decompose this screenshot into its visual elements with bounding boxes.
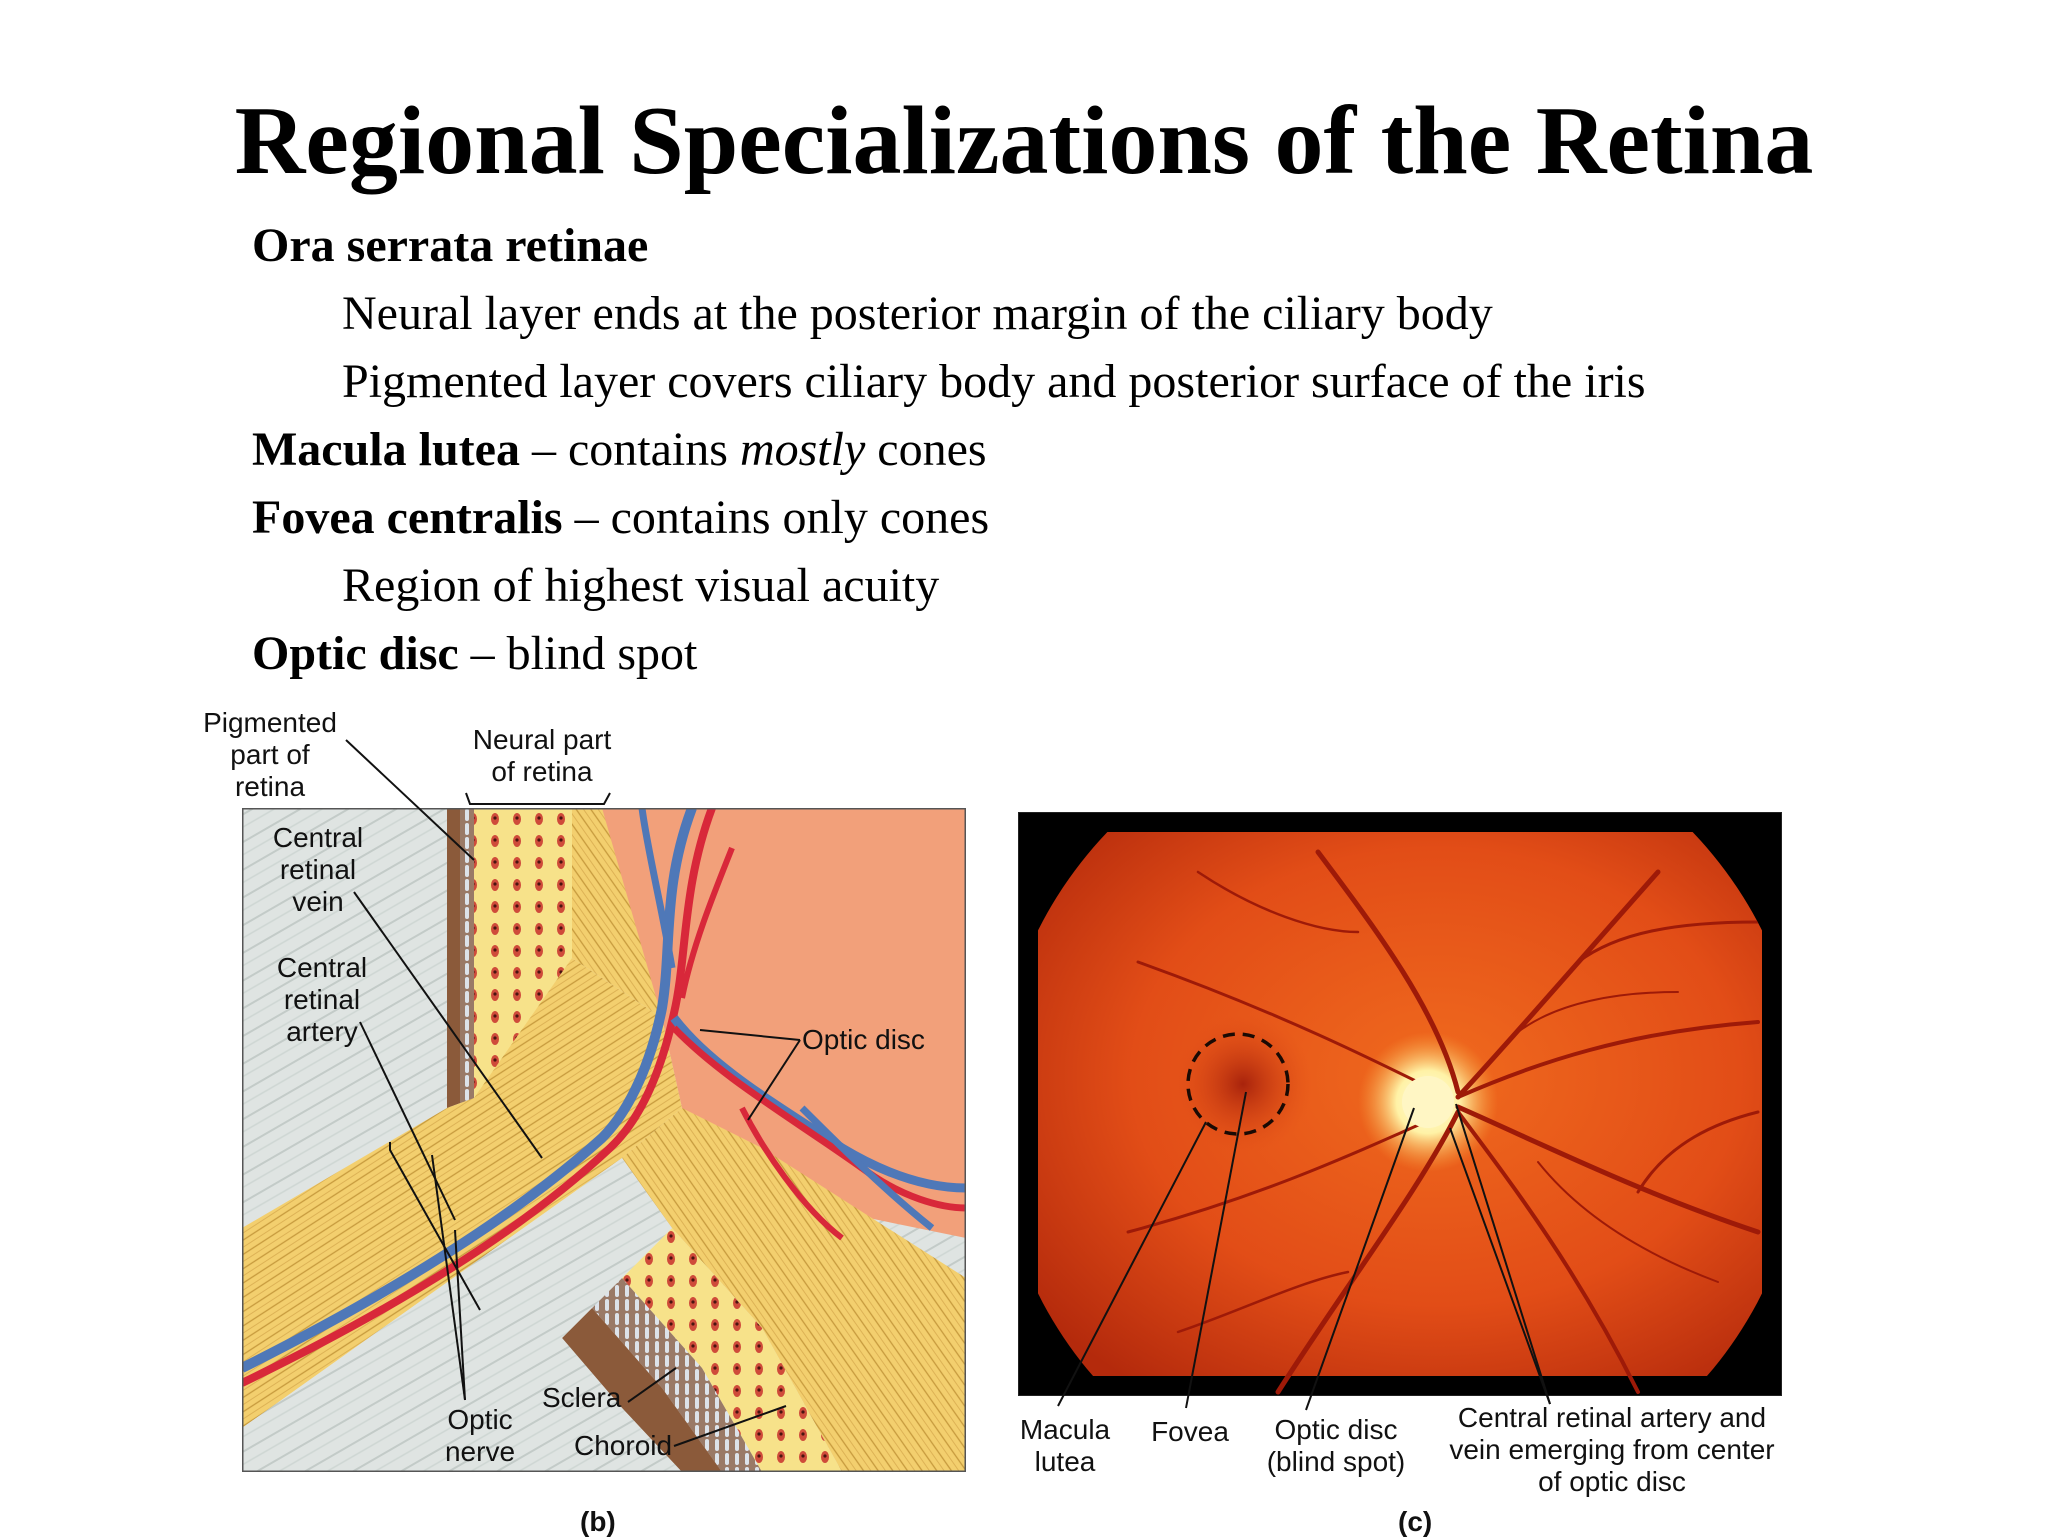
fundus-photograph bbox=[1018, 812, 1782, 1396]
label-central-line2: vein emerging from center bbox=[1432, 1434, 1792, 1466]
term-ora-serrata: Ora serrata retinae bbox=[252, 219, 648, 272]
label-optic-disc-c: Optic disc (blind spot) bbox=[1256, 1414, 1416, 1478]
label-pigmented-part: Pigmented part of retina bbox=[200, 707, 340, 803]
label-central-vessels: Central retinal artery and vein emerging… bbox=[1432, 1402, 1792, 1498]
label-pigmented-line2: part of bbox=[200, 739, 340, 771]
bullet-fovea-centralis: Fovea centralis – contains only cones bbox=[252, 494, 989, 542]
label-vein-line2: retinal bbox=[258, 854, 378, 886]
label-optic-nerve-line2: nerve bbox=[430, 1436, 530, 1468]
caption-b: (b) bbox=[580, 1506, 616, 1538]
term-macula-lutea: Macula lutea bbox=[252, 423, 520, 476]
label-macula-line1: Macula bbox=[1010, 1414, 1120, 1446]
bullet-ora-serrata: Ora serrata retinae bbox=[252, 222, 648, 270]
label-choroid: Choroid bbox=[574, 1430, 672, 1462]
macula-emphasis: mostly bbox=[740, 423, 865, 476]
label-central-retinal-artery: Central retinal artery bbox=[262, 952, 382, 1048]
fovea-rest: – contains only cones bbox=[563, 491, 990, 544]
label-vein-line1: Central bbox=[258, 822, 378, 854]
label-pigmented-line3: retina bbox=[200, 771, 340, 803]
label-central-line3: of optic disc bbox=[1432, 1466, 1792, 1498]
macula-rest: cones bbox=[865, 423, 986, 476]
sub-bullet-pigmented-layer: Pigmented layer covers ciliary body and … bbox=[342, 358, 1646, 406]
caption-c: (c) bbox=[1398, 1506, 1432, 1538]
label-central-line1: Central retinal artery and bbox=[1432, 1402, 1792, 1434]
label-neural-line1: Neural part bbox=[462, 724, 622, 756]
label-optic-nerve-line1: Optic bbox=[430, 1404, 530, 1436]
label-macula-lutea: Macula lutea bbox=[1010, 1414, 1120, 1478]
sub-bullet-neural-layer: Neural layer ends at the posterior margi… bbox=[342, 290, 1493, 338]
bullet-macula-lutea: Macula lutea – contains mostly cones bbox=[252, 426, 987, 474]
label-vein-line3: vein bbox=[258, 886, 378, 918]
label-optic-disc-b: Optic disc bbox=[802, 1024, 925, 1056]
label-optic-nerve: Optic nerve bbox=[430, 1404, 530, 1468]
term-optic-disc: Optic disc bbox=[252, 627, 459, 680]
label-artery-line2: retinal bbox=[262, 984, 382, 1016]
label-fovea: Fovea bbox=[1146, 1416, 1234, 1448]
label-neural-part: Neural part of retina bbox=[462, 724, 622, 788]
term-fovea-centralis: Fovea centralis bbox=[252, 491, 563, 544]
label-macula-line2: lutea bbox=[1010, 1446, 1120, 1478]
macula-dash: – contains bbox=[520, 423, 740, 476]
sub-bullet-visual-acuity: Region of highest visual acuity bbox=[342, 562, 939, 610]
bullet-optic-disc: Optic disc – blind spot bbox=[252, 630, 697, 678]
page-title: Regional Specializations of the Retina bbox=[0, 92, 2048, 190]
label-optic-disc-line2: (blind spot) bbox=[1256, 1446, 1416, 1478]
label-pigmented-line1: Pigmented bbox=[200, 707, 340, 739]
optic-rest: – blind spot bbox=[459, 627, 698, 680]
label-optic-disc-line1: Optic disc bbox=[1256, 1414, 1416, 1446]
label-artery-line1: Central bbox=[262, 952, 382, 984]
label-artery-line3: artery bbox=[262, 1016, 382, 1048]
label-sclera: Sclera bbox=[542, 1382, 621, 1414]
label-neural-line2: of retina bbox=[462, 756, 622, 788]
label-central-retinal-vein: Central retinal vein bbox=[258, 822, 378, 918]
